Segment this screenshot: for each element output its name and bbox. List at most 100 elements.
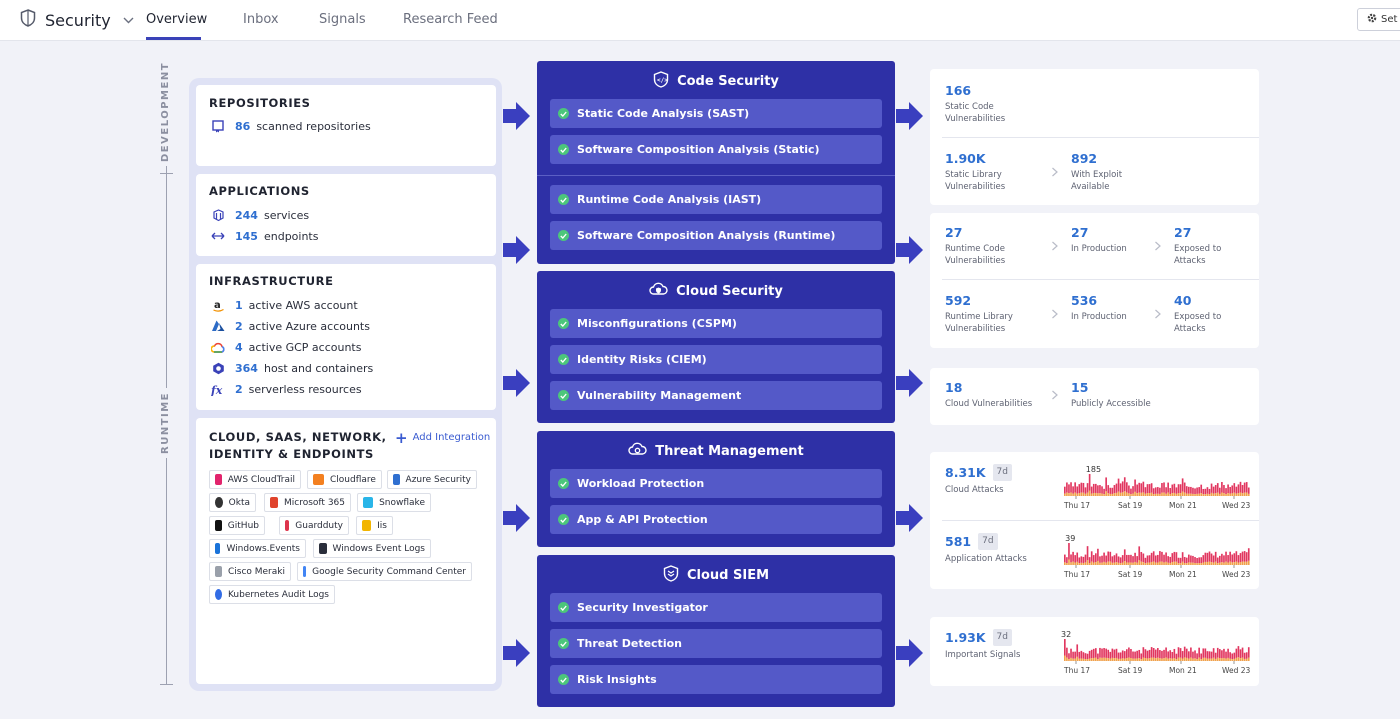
azure-count: 2 bbox=[235, 319, 243, 333]
tab-inbox[interactable]: Inbox bbox=[243, 12, 279, 27]
spark-bar bbox=[1105, 648, 1107, 658]
spark-bar bbox=[1247, 647, 1250, 658]
spark-bar bbox=[1128, 562, 1130, 565]
integration-chip[interactable]: Iis bbox=[356, 516, 393, 535]
static-metrics-card: 166 Static Code Vulnerabilities 1.90K St… bbox=[930, 69, 1259, 205]
spark-bar bbox=[1159, 493, 1161, 496]
runtime-library-production-metric[interactable]: 536 In Production bbox=[1071, 293, 1127, 323]
feature-cspm[interactable]: Misconfigurations (CSPM) bbox=[550, 309, 882, 338]
spark-bar bbox=[1204, 657, 1207, 661]
feature-label: Software Composition Analysis (Runtime) bbox=[577, 229, 836, 242]
runtime-library-metric[interactable]: 592 Runtime Library Vulnerabilities bbox=[945, 293, 1013, 335]
metric-value: 27 bbox=[1174, 225, 1192, 240]
spark-bar bbox=[1123, 651, 1126, 659]
integration-label: Windows Event Logs bbox=[332, 543, 425, 554]
spark-bar bbox=[1157, 487, 1159, 494]
metric-label: Attacks bbox=[1174, 324, 1206, 334]
runtime-code-production-metric[interactable]: 27 In Production bbox=[1071, 225, 1127, 255]
feature-app-api-protection[interactable]: App & API Protection bbox=[550, 505, 882, 534]
spark-bar bbox=[1150, 647, 1153, 658]
integration-chip[interactable]: AWS CloudTrail bbox=[209, 470, 301, 489]
feature-vuln-mgmt[interactable]: Vulnerability Management bbox=[550, 381, 882, 410]
spark-bar bbox=[1086, 560, 1089, 565]
integration-label: Kubernetes Audit Logs bbox=[227, 589, 329, 600]
integration-chip[interactable]: Guardduty bbox=[279, 516, 349, 535]
with-exploit-metric[interactable]: 892 With Exploit Available bbox=[1071, 151, 1122, 193]
card-divider bbox=[942, 520, 1259, 521]
integration-chip[interactable]: Windows.Events bbox=[209, 539, 306, 558]
runtime-code-metric[interactable]: 27 Runtime Code Vulnerabilities bbox=[945, 225, 1005, 267]
integration-chip[interactable]: Windows Event Logs bbox=[313, 539, 431, 558]
publicly-accessible-metric[interactable]: 15 Publicly Accessible bbox=[1071, 380, 1151, 410]
spark-bar bbox=[1219, 555, 1221, 563]
aws-label: active AWS account bbox=[248, 298, 358, 312]
product-switcher[interactable]: Security bbox=[20, 9, 134, 31]
spark-bar bbox=[1072, 651, 1074, 659]
integration-chip[interactable]: Kubernetes Audit Logs bbox=[209, 585, 335, 604]
spark-bar bbox=[1099, 493, 1101, 496]
spark-x-label: Thu 17 bbox=[1063, 501, 1090, 510]
feature-risk-insights[interactable]: Risk Insights bbox=[550, 665, 882, 694]
feature-security-investigator[interactable]: Security Investigator bbox=[550, 593, 882, 622]
spark-bar bbox=[1115, 492, 1118, 496]
spark-bar bbox=[1134, 651, 1136, 659]
integration-chip[interactable]: Snowflake bbox=[357, 493, 431, 512]
spark-bar bbox=[1179, 484, 1182, 494]
integration-chip[interactable]: GitHub bbox=[209, 516, 265, 535]
spark-bar bbox=[1074, 562, 1076, 565]
tab-research-feed[interactable]: Research Feed bbox=[403, 12, 498, 27]
spark-bar bbox=[1111, 648, 1114, 658]
serverless-count: 2 bbox=[235, 382, 243, 396]
integration-logo-icon bbox=[215, 520, 222, 531]
spark-bar bbox=[1216, 657, 1219, 661]
feature-sca-static[interactable]: Software Composition Analysis (Static) bbox=[550, 135, 882, 164]
spark-bar bbox=[1080, 556, 1083, 563]
spark-bar bbox=[1167, 482, 1169, 493]
feature-sast[interactable]: Static Code Analysis (SAST) bbox=[550, 99, 882, 128]
feature-iast[interactable]: Runtime Code Analysis (IAST) bbox=[550, 185, 882, 214]
integration-chip[interactable]: Azure Security bbox=[387, 470, 477, 489]
spark-bar bbox=[1126, 482, 1128, 493]
spark-bar bbox=[1239, 562, 1242, 565]
static-code-metric[interactable]: 166 Static Code Vulnerabilities bbox=[945, 83, 1005, 125]
spark-bar bbox=[1103, 494, 1105, 496]
spark-bar bbox=[1190, 647, 1192, 658]
runtime-library-exposed-metric[interactable]: 40 Exposed to Attacks bbox=[1174, 293, 1221, 335]
spark-bar bbox=[1105, 477, 1107, 492]
feature-threat-detection[interactable]: Threat Detection bbox=[550, 629, 882, 658]
spark-bar bbox=[1210, 651, 1213, 659]
integration-chip[interactable]: Cloudflare bbox=[307, 470, 382, 489]
spark-bar bbox=[1128, 554, 1130, 563]
add-integration-button[interactable]: + Add Integration bbox=[395, 430, 490, 445]
spark-bar bbox=[1136, 493, 1138, 496]
tab-signals[interactable]: Signals bbox=[319, 12, 366, 27]
spark-bar bbox=[1117, 652, 1120, 659]
spark-bar bbox=[1121, 650, 1124, 659]
spark-bar bbox=[1192, 658, 1194, 661]
settings-button[interactable]: Set bbox=[1357, 8, 1400, 31]
check-icon bbox=[558, 144, 569, 155]
cloud-vulnerabilities-metric[interactable]: 18 Cloud Vulnerabilities bbox=[945, 380, 1032, 410]
feature-workload-protection[interactable]: Workload Protection bbox=[550, 469, 882, 498]
tab-overview[interactable]: Overview bbox=[146, 12, 208, 27]
feature-sca-runtime[interactable]: Software Composition Analysis (Runtime) bbox=[550, 221, 882, 250]
spark-bar bbox=[1163, 562, 1165, 565]
spark-bar bbox=[1144, 658, 1147, 661]
integration-chip[interactable]: Microsoft 365 bbox=[264, 493, 351, 512]
integration-chip[interactable]: Google Security Command Center bbox=[297, 562, 472, 581]
spark-bar bbox=[1138, 482, 1141, 493]
integration-chip[interactable]: Okta bbox=[209, 493, 256, 512]
integration-chip[interactable]: Cisco Meraki bbox=[209, 562, 291, 581]
static-library-metric[interactable]: 1.90K Static Library Vulnerabilities bbox=[945, 151, 1005, 193]
feature-ciem[interactable]: Identity Risks (CIEM) bbox=[550, 345, 882, 374]
chevron-down-icon bbox=[123, 14, 134, 27]
spark-bar bbox=[1171, 493, 1174, 496]
spark-bar bbox=[1165, 552, 1167, 562]
runtime-code-exposed-metric[interactable]: 27 Exposed to Attacks bbox=[1174, 225, 1221, 267]
